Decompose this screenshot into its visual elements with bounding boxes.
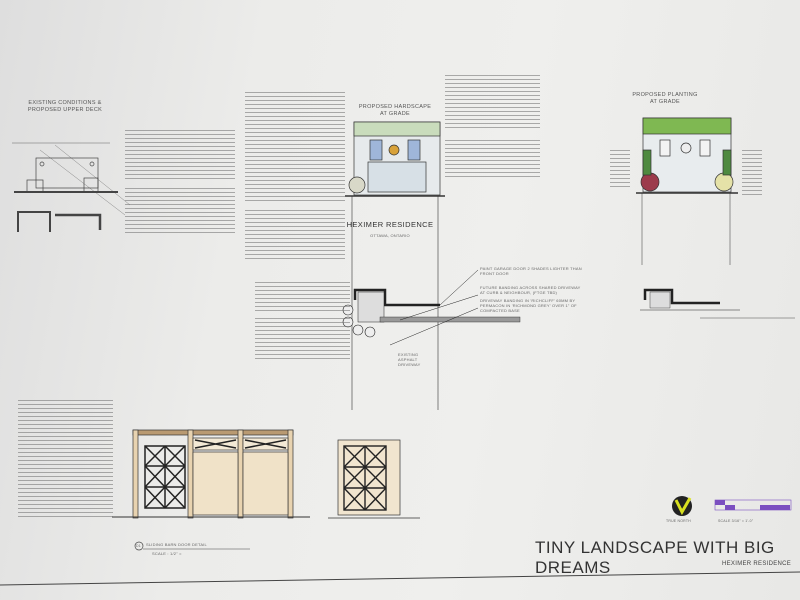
hardscape-elevation [345, 121, 445, 410]
scale-label: SCALE 3/16" = 1'-0" [718, 519, 754, 523]
plan-note: DRIVEWAY BANDING IN 'RICHCLIFF' 60mm BY … [480, 298, 577, 313]
planting-elevation [636, 117, 738, 265]
detail-number: D1 [136, 544, 141, 548]
planting-plan [640, 288, 795, 319]
driveway-label: EXISTING ASPHALT DRIVEWAY [398, 352, 421, 367]
sheet-title: TINY LANDSCAPE WITH BIG DREAMS [535, 538, 775, 577]
hardscape-notes [245, 210, 345, 260]
plan-note: FUTURE BANDING ACROSS SHARED DRIVEWAY AT… [480, 285, 581, 295]
detail-caption: SLIDING BARN DOOR DETAIL [146, 542, 207, 547]
hardscape-notes [445, 140, 540, 180]
plan-note: PAINT GARAGE DOOR 2 SHADES LIGHTER THAN … [480, 266, 582, 276]
true-north-label: TRUE NORTH [666, 519, 691, 523]
hardscape-notes [255, 282, 350, 312]
hardscape-notes [245, 92, 345, 202]
hardscape-notes [445, 75, 540, 130]
existing-conditions-drawing [12, 142, 131, 232]
planting-legend [610, 150, 630, 190]
detail-scale: SCALE : 1/2" = [152, 551, 182, 556]
residence-name: HEXIMER RESIDENCE [346, 220, 434, 229]
hardscape-heading: PROPOSED HARDSCAPE AT GRADE [358, 104, 432, 117]
planting-legend [742, 150, 762, 195]
barn-door-elevation [112, 429, 310, 519]
detail-number-circle [134, 541, 144, 551]
existing-notes [125, 188, 235, 233]
hardscape-notes [255, 318, 350, 360]
sheet-subtitle: HEXIMER RESIDENCE [722, 561, 792, 567]
barn-door-detail [328, 439, 420, 519]
existing-conditions-heading: EXISTING CONDITIONS & PROPOSED UPPER DEC… [27, 100, 103, 113]
residence-city: OTTAWA, ONTARIO [370, 233, 410, 238]
sheet-border [0, 571, 800, 586]
true-north-logo [672, 496, 692, 516]
planting-heading: PROPOSED PLANTING AT GRADE [632, 92, 698, 105]
gate-notes [18, 400, 113, 518]
existing-notes [125, 130, 235, 180]
scale-bar [714, 499, 792, 511]
